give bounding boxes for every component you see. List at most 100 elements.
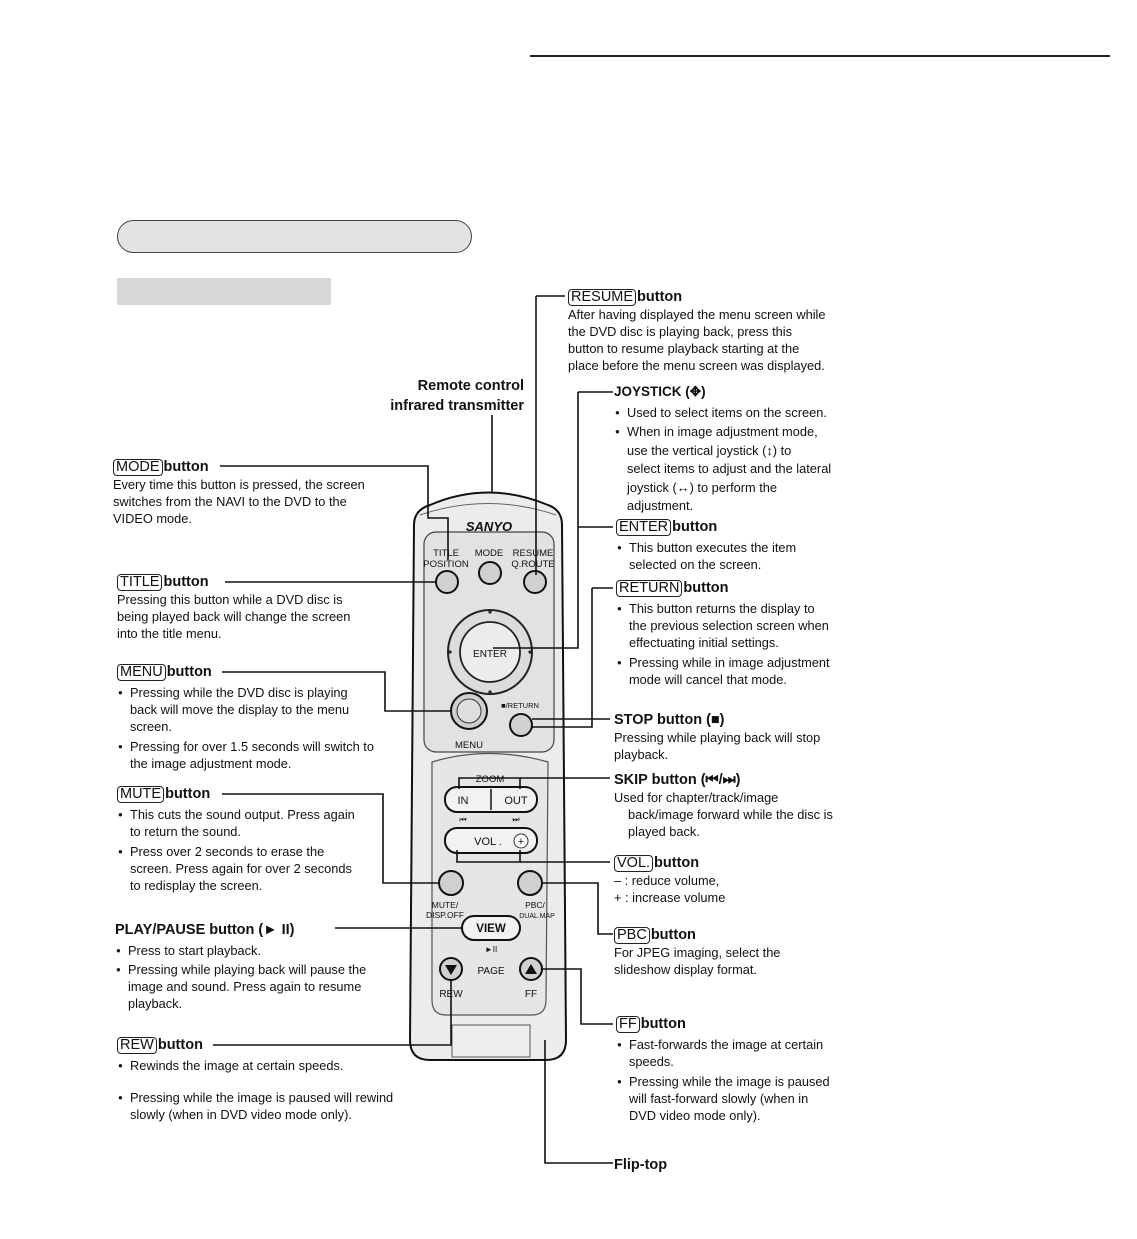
menu-b1-l2: back will move the display to the menu xyxy=(130,702,350,717)
return-key: RETURN xyxy=(616,580,683,597)
resume-suffix: button xyxy=(637,289,683,305)
return-b1-l2: the previous selection screen when xyxy=(629,618,829,633)
resume-desc-1: After having displayed the menu screen w… xyxy=(568,307,826,322)
stop-desc-2: playback. xyxy=(614,747,669,762)
ff-b2-l1: Pressing while the image is paused xyxy=(629,1074,830,1089)
stop-desc-1: Pressing while playing back will stop xyxy=(614,730,821,745)
rew-label: REW xyxy=(439,989,463,1000)
mute-bullet-1: This cuts the sound output. Press again … xyxy=(117,806,397,840)
menu-b1-l3: screen. xyxy=(130,719,172,734)
pbc-desc-1: For JPEG imaging, select the xyxy=(614,945,781,960)
ff-label: FF xyxy=(525,989,537,1000)
skip-prev-icon: ⏮ xyxy=(459,815,466,824)
rew-bullet-2: Pressing while the image is paused will … xyxy=(117,1089,437,1123)
vol-desc-1: – : reduce volume, xyxy=(614,873,720,888)
ff-b1-l1: Fast-forwards the image at certain xyxy=(629,1037,824,1052)
page-label: PAGE xyxy=(477,966,504,977)
enter-suffix: button xyxy=(672,519,718,535)
title-desc-2: being played back will change the screen xyxy=(117,609,351,624)
vol-desc-2: + : increase volume xyxy=(614,890,726,905)
mode-button[interactable] xyxy=(478,561,502,585)
mute-label-2: DISP.OFF xyxy=(426,910,464,920)
mute-b1-l1: This cuts the sound output. Press again xyxy=(130,807,355,822)
mute-suffix: button xyxy=(165,786,211,802)
joystick-b2-l3: select items to adjust and the lateral xyxy=(627,461,832,476)
ff-b2-l2: will fast-forward slowly (when in xyxy=(629,1091,809,1106)
ff-suffix: button xyxy=(640,1016,686,1032)
menu-label: MENU xyxy=(455,740,483,751)
mute-b2-l1: Press over 2 seconds to erase the xyxy=(130,844,325,859)
play-pause-heading: PLAY/PAUSE button (► II) xyxy=(115,922,295,938)
play-pause-callout: PLAY/PAUSE button (► II) Press to start … xyxy=(115,921,415,1012)
resume-button[interactable] xyxy=(523,570,547,594)
pbc-suffix: button xyxy=(650,927,696,943)
skip-callout: SKIP button (⏮/⏭) Used for chapter/track… xyxy=(614,771,884,840)
play-b2-l1: Pressing while playing back will pause t… xyxy=(128,962,367,977)
mode-desc-1: Every time this button is pressed, the s… xyxy=(113,477,365,492)
enter-b1-l2: selected on the screen. xyxy=(629,557,762,572)
mute-bullet-2: Press over 2 seconds to erase the screen… xyxy=(117,843,397,894)
menu-bullet-2: Pressing for over 1.5 seconds will switc… xyxy=(117,738,417,772)
enter-b1-l1: This button executes the item xyxy=(629,540,797,555)
enter-key: ENTER xyxy=(616,519,672,536)
ff-icon xyxy=(525,964,537,974)
resume-desc-2: the DVD disc is playing back, press this xyxy=(568,324,793,339)
joystick-heading: JOYSTICK (✥) xyxy=(614,384,706,399)
joystick-b2-l4: joystick (↔) to perform the xyxy=(627,479,778,495)
transmitter-label: Remote control infrared transmitter xyxy=(370,377,524,415)
return-label: ■/RETURN xyxy=(501,701,539,710)
title-key: TITLE xyxy=(117,574,163,591)
mode-desc-2: switches from the NAVI to the DVD to the xyxy=(113,494,347,509)
joystick-callout: JOYSTICK (✥) Used to select items on the… xyxy=(614,383,884,516)
transmitter-label-line2: infrared transmitter xyxy=(390,398,524,414)
zoom-out-button[interactable]: OUT xyxy=(504,795,528,807)
mute-button[interactable] xyxy=(438,870,464,896)
return-b1-l1: This button returns the display to xyxy=(629,601,815,616)
pbc-button[interactable] xyxy=(517,870,543,896)
return-b2-l2: mode will cancel that mode. xyxy=(629,672,787,687)
mode-key: MODE xyxy=(113,459,163,476)
view-button[interactable] xyxy=(461,915,521,941)
menu-bullet-1: Pressing while the DVD disc is playing b… xyxy=(117,684,417,735)
section-title-bar xyxy=(117,220,472,253)
rew-b2-l1: Pressing while the image is paused will … xyxy=(130,1090,394,1105)
return-button[interactable] xyxy=(509,713,533,737)
pbc-label-2: DUAL MAP xyxy=(519,913,555,920)
mode-suffix: button xyxy=(163,459,209,475)
header-rule xyxy=(530,55,1110,57)
play-b2-l3: playback. xyxy=(128,996,183,1011)
play-pause-icon: ►II xyxy=(485,945,497,954)
mute-b2-l3: to redisplay the screen. xyxy=(130,878,263,893)
vol-label: VOL . xyxy=(474,836,502,848)
skip-heading: SKIP button (⏮/⏭) xyxy=(614,772,741,788)
title-position-label-2: POSITION xyxy=(423,559,469,570)
skip-desc-2: back/image forward while the disc is xyxy=(628,807,833,822)
title-button[interactable] xyxy=(435,570,459,594)
transmitter-label-line1: Remote control xyxy=(417,378,524,394)
play-bullet-2: Pressing while playing back will pause t… xyxy=(115,961,415,1012)
rew-bullet-1: Rewinds the image at certain speeds. xyxy=(117,1057,437,1074)
pbc-desc-2: slideshow display format. xyxy=(614,962,757,977)
return-bullet-2: Pressing while in image adjustment mode … xyxy=(616,654,886,688)
fliptop-label: Flip-top xyxy=(614,1157,668,1173)
play-bullet-1: Press to start playback. xyxy=(115,942,415,959)
mute-label: MUTE/ xyxy=(432,900,459,910)
menu-key: MENU xyxy=(117,664,166,681)
zoom-in-button[interactable]: IN xyxy=(458,795,469,807)
mode-desc-3: VIDEO mode. xyxy=(113,511,192,526)
subsection-title-bar xyxy=(117,278,331,305)
view-label: VIEW xyxy=(476,923,506,935)
mute-b2-l2: screen. Press again for over 2 seconds xyxy=(130,861,352,876)
vol-key: VOL. xyxy=(614,855,654,872)
joystick-b2-l1: When in image adjustment mode, xyxy=(627,424,818,439)
ff-b1-l2: speeds. xyxy=(629,1054,674,1069)
enter-button-label[interactable]: ENTER xyxy=(473,649,507,660)
joystick-bullet-1: Used to select items on the screen. xyxy=(614,404,884,421)
